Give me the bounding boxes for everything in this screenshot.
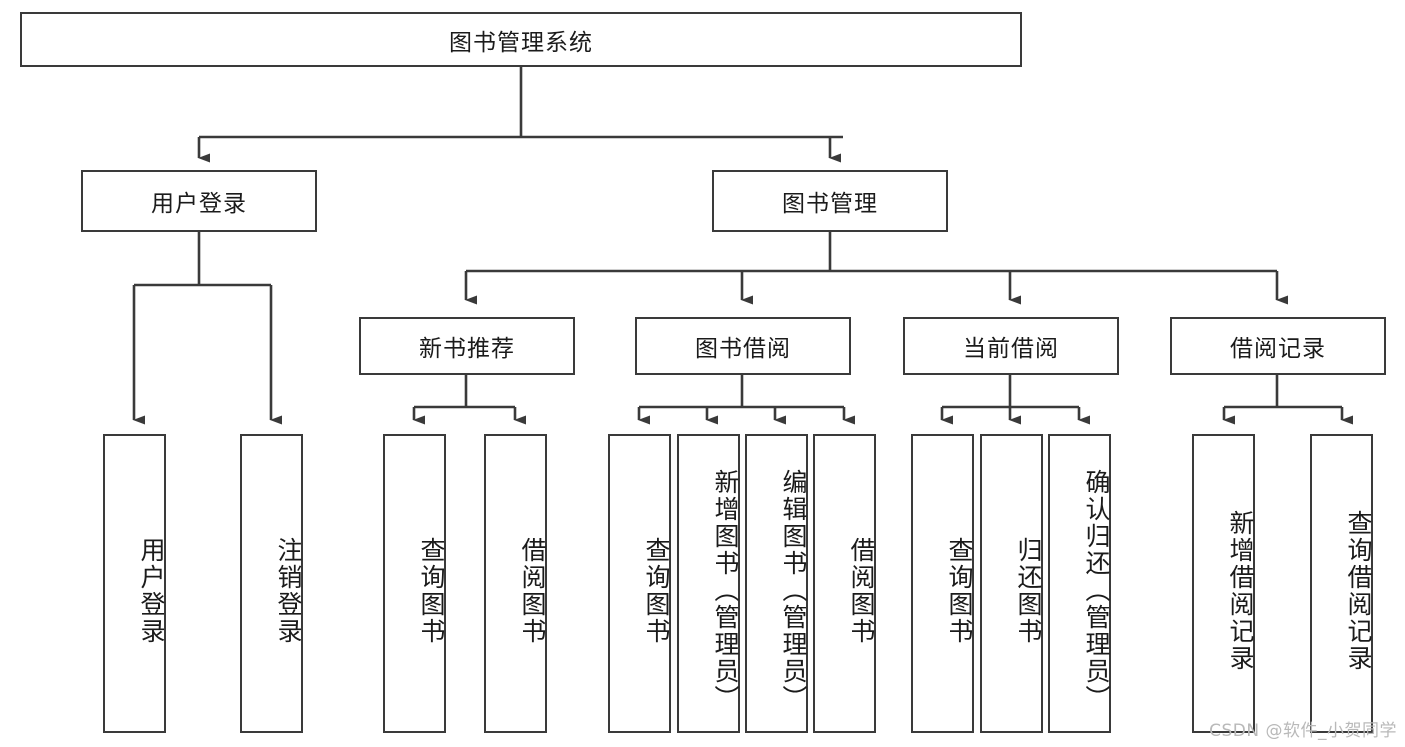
leaf-add-book-label: 新增图书（管理员） xyxy=(711,469,740,712)
leaf-confirm-return-label: 确认归还（管理员） xyxy=(1082,469,1111,712)
leaf-user-login-label: 用户登录 xyxy=(137,536,166,645)
leaf-add-book[interactable]: 新增图书（管理员） xyxy=(677,434,740,733)
leaf-confirm-return[interactable]: 确认归还（管理员） xyxy=(1048,434,1111,733)
leaf-query-record[interactable]: 查询借阅记录 xyxy=(1310,434,1373,733)
node-current-borrow-label: 当前借阅 xyxy=(963,336,1059,362)
node-book-borrow[interactable]: 图书借阅 xyxy=(635,317,851,375)
leaf-logout-login-label: 注销登录 xyxy=(274,536,303,645)
node-new-book-recommend[interactable]: 新书推荐 xyxy=(359,317,575,375)
node-book-manage-label: 图书管理 xyxy=(782,191,878,217)
leaf-logout-login[interactable]: 注销登录 xyxy=(240,434,303,733)
leaf-borrow-book-1-label: 借阅图书 xyxy=(518,536,547,645)
leaf-query-record-label: 查询借阅记录 xyxy=(1344,509,1373,672)
node-root-label: 图书管理系统 xyxy=(449,29,593,56)
node-user-login-label: 用户登录 xyxy=(151,191,247,217)
leaf-add-record[interactable]: 新增借阅记录 xyxy=(1192,434,1255,733)
leaf-query-book-3[interactable]: 查询图书 xyxy=(911,434,974,733)
leaf-query-book-2[interactable]: 查询图书 xyxy=(608,434,671,733)
leaf-query-book-1[interactable]: 查询图书 xyxy=(383,434,446,733)
leaf-borrow-book-2-label: 借阅图书 xyxy=(847,536,876,645)
leaf-add-record-label: 新增借阅记录 xyxy=(1226,509,1255,672)
leaf-borrow-book-2[interactable]: 借阅图书 xyxy=(813,434,876,733)
node-current-borrow[interactable]: 当前借阅 xyxy=(903,317,1119,375)
leaf-query-book-1-label: 查询图书 xyxy=(417,536,446,645)
node-user-login[interactable]: 用户登录 xyxy=(81,170,317,232)
leaf-return-book-label: 归还图书 xyxy=(1014,536,1043,645)
leaf-return-book[interactable]: 归还图书 xyxy=(980,434,1043,733)
node-borrow-record-label: 借阅记录 xyxy=(1230,336,1326,362)
leaf-query-book-3-label: 查询图书 xyxy=(945,536,974,645)
leaf-user-login[interactable]: 用户登录 xyxy=(103,434,166,733)
node-book-borrow-label: 图书借阅 xyxy=(695,336,791,362)
leaf-query-book-2-label: 查询图书 xyxy=(642,536,671,645)
leaf-borrow-book-1[interactable]: 借阅图书 xyxy=(484,434,547,733)
node-new-book-recommend-label: 新书推荐 xyxy=(419,336,515,362)
leaf-edit-book[interactable]: 编辑图书（管理员） xyxy=(745,434,808,733)
node-root[interactable]: 图书管理系统 xyxy=(20,12,1022,67)
csdn-watermark: CSDN @软件_小贺同学 xyxy=(1209,721,1397,741)
leaf-edit-book-label: 编辑图书（管理员） xyxy=(779,469,808,712)
node-book-manage[interactable]: 图书管理 xyxy=(712,170,948,232)
node-borrow-record[interactable]: 借阅记录 xyxy=(1170,317,1386,375)
